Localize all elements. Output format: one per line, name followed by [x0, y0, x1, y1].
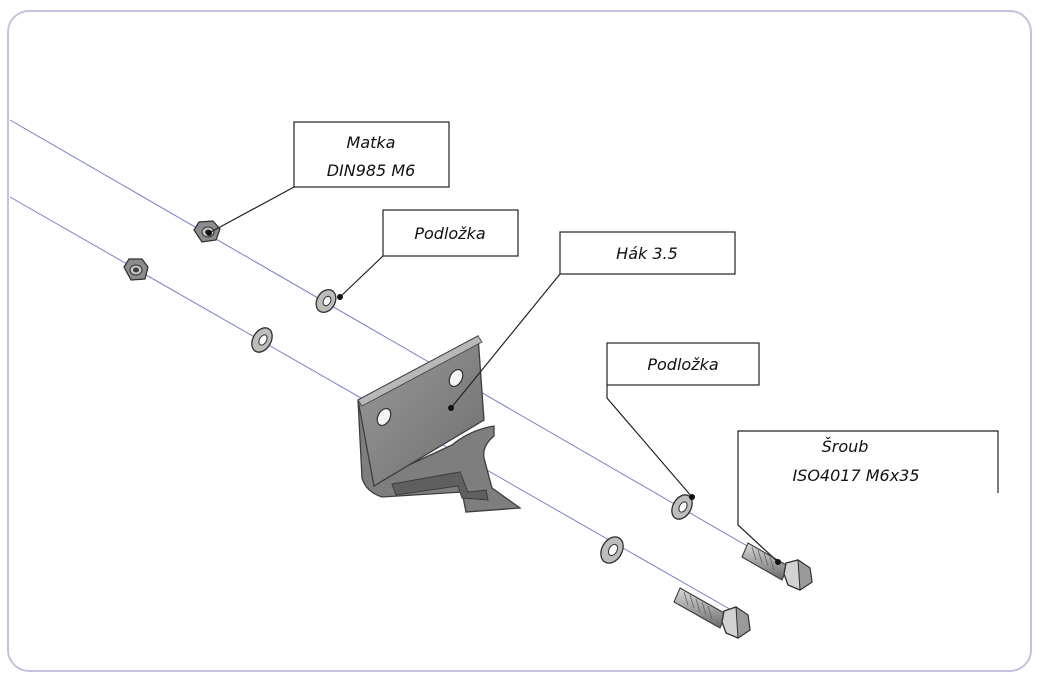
callout-matka-title: Matka — [347, 133, 396, 152]
leader-dot-matka — [206, 230, 212, 236]
callout-podlozka-top: Podložka — [382, 209, 519, 257]
bolt-lower — [673, 587, 751, 639]
leader-dots — [206, 230, 781, 565]
leader-dot-hak — [448, 405, 454, 411]
washer-upper-left — [315, 289, 337, 313]
callout-box-podlozka-right — [606, 342, 760, 386]
callout-box-podlozka-top — [382, 209, 519, 257]
bolt-upper — [741, 542, 813, 591]
callout-matka-spec: DIN985 M6 — [327, 161, 416, 180]
bracket-hole-right — [448, 368, 464, 388]
leader-dot-podlozka-right — [689, 494, 695, 500]
leader-dot-sroub — [775, 559, 781, 565]
leader-podlozka-top — [339, 255, 384, 298]
callout-sroub-title: Šroub — [822, 437, 869, 456]
callout-sroub-spec: ISO4017 M6x35 — [792, 466, 919, 485]
washer-lower-right — [600, 536, 624, 564]
nut-lower — [123, 258, 149, 281]
washer-lower-left — [251, 327, 273, 353]
callout-box-hak — [559, 231, 736, 275]
bracket-hole-left — [376, 407, 392, 427]
leader-dot-podlozka-top — [337, 294, 343, 300]
callout-matka: Matka DIN985 M6 — [293, 121, 450, 188]
leader-podlozka-right — [606, 385, 693, 498]
callout-box-matka — [293, 121, 450, 188]
washer-upper-right — [671, 494, 693, 520]
callout-podlozka-top-label: Podložka — [414, 224, 485, 243]
callout-podlozka-right: Podložka — [606, 342, 760, 386]
leader-matka — [208, 186, 295, 234]
leader-sroub — [737, 473, 779, 563]
callout-hak-label: Hák 3.5 — [616, 244, 678, 263]
callout-sroub: Šroub ISO4017 M6x35 — [737, 430, 999, 493]
axis-line-upper — [9, 119, 781, 566]
callout-box-sroub — [737, 430, 999, 493]
callout-hak: Hák 3.5 — [559, 231, 736, 275]
callout-podlozka-right-label: Podložka — [647, 355, 718, 374]
leader-lines — [208, 186, 779, 563]
hook-bracket — [357, 334, 522, 513]
diagram-frame — [7, 10, 1032, 672]
leader-hak — [450, 273, 561, 409]
